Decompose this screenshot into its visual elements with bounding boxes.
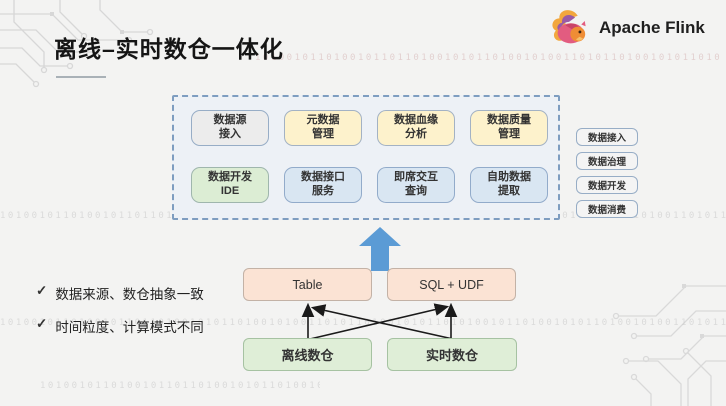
legend-data-access: 数据接入 bbox=[576, 128, 638, 146]
box-data-lineage-analysis: 数据血缘 分析 bbox=[377, 110, 455, 146]
box-data-api-service: 数据接口 服务 bbox=[284, 167, 362, 203]
legend-data-consume: 数据消费 bbox=[576, 200, 638, 218]
box-sql-udf: SQL + UDF bbox=[387, 268, 516, 301]
bullet-item: ✓ 时间粒度、计算模式不同 bbox=[36, 316, 204, 336]
circuit-pattern-bottom-right bbox=[612, 284, 726, 406]
box-data-quality-management: 数据质量 管理 bbox=[470, 110, 548, 146]
box-data-source-access: 数据源 接入 bbox=[191, 110, 269, 146]
legend-data-governance: 数据治理 bbox=[576, 152, 638, 170]
flink-squirrel-icon bbox=[552, 10, 586, 44]
legend: 数据接入 数据治理 数据开发 数据消费 bbox=[576, 128, 638, 218]
platform-row-1: 数据源 接入 元数据 管理 数据血缘 分析 数据质量 管理 bbox=[191, 110, 548, 146]
bullet-text: 时间粒度、计算模式不同 bbox=[55, 320, 204, 335]
apache-flink-logo: Apache Flink bbox=[548, 6, 705, 50]
box-self-service-extract: 自助数据 提取 bbox=[470, 167, 548, 203]
slide-title: 离线–实时数仓一体化 bbox=[54, 36, 284, 62]
box-realtime-warehouse: 实时数仓 bbox=[387, 338, 517, 371]
warehouse-to-abstraction-arrows bbox=[301, 302, 458, 340]
circuit-pattern-top-left bbox=[0, 0, 154, 88]
binary-strip: 1010010110100101101101001010110100101001… bbox=[255, 53, 720, 63]
platform-row-2: 数据开发 IDE 数据接口 服务 即席交互 查询 自助数据 提取 bbox=[191, 167, 548, 203]
bullet-text: 数据来源、数仓抽象一致 bbox=[55, 287, 204, 302]
box-metadata-management: 元数据 管理 bbox=[284, 110, 362, 146]
binary-strip: 1010010110100101101101001010110100101001… bbox=[0, 318, 726, 328]
binary-strip: 1010010110100101101101001010110100101001… bbox=[40, 381, 320, 391]
legend-data-develop: 数据开发 bbox=[576, 176, 638, 194]
check-icon: ✓ bbox=[36, 283, 48, 298]
bullet-item: ✓ 数据来源、数仓抽象一致 bbox=[36, 283, 204, 303]
logo-text: Apache Flink bbox=[599, 18, 705, 37]
box-adhoc-query: 即席交互 查询 bbox=[377, 167, 455, 203]
box-data-dev-ide: 数据开发 IDE bbox=[191, 167, 269, 203]
up-arrow-icon bbox=[359, 227, 401, 271]
check-icon: ✓ bbox=[36, 316, 48, 331]
title-underline bbox=[56, 76, 106, 78]
box-offline-warehouse: 离线数仓 bbox=[243, 338, 372, 371]
platform-container: 数据源 接入 元数据 管理 数据血缘 分析 数据质量 管理 数据开发 IDE 数… bbox=[172, 95, 560, 220]
box-table: Table bbox=[243, 268, 372, 301]
